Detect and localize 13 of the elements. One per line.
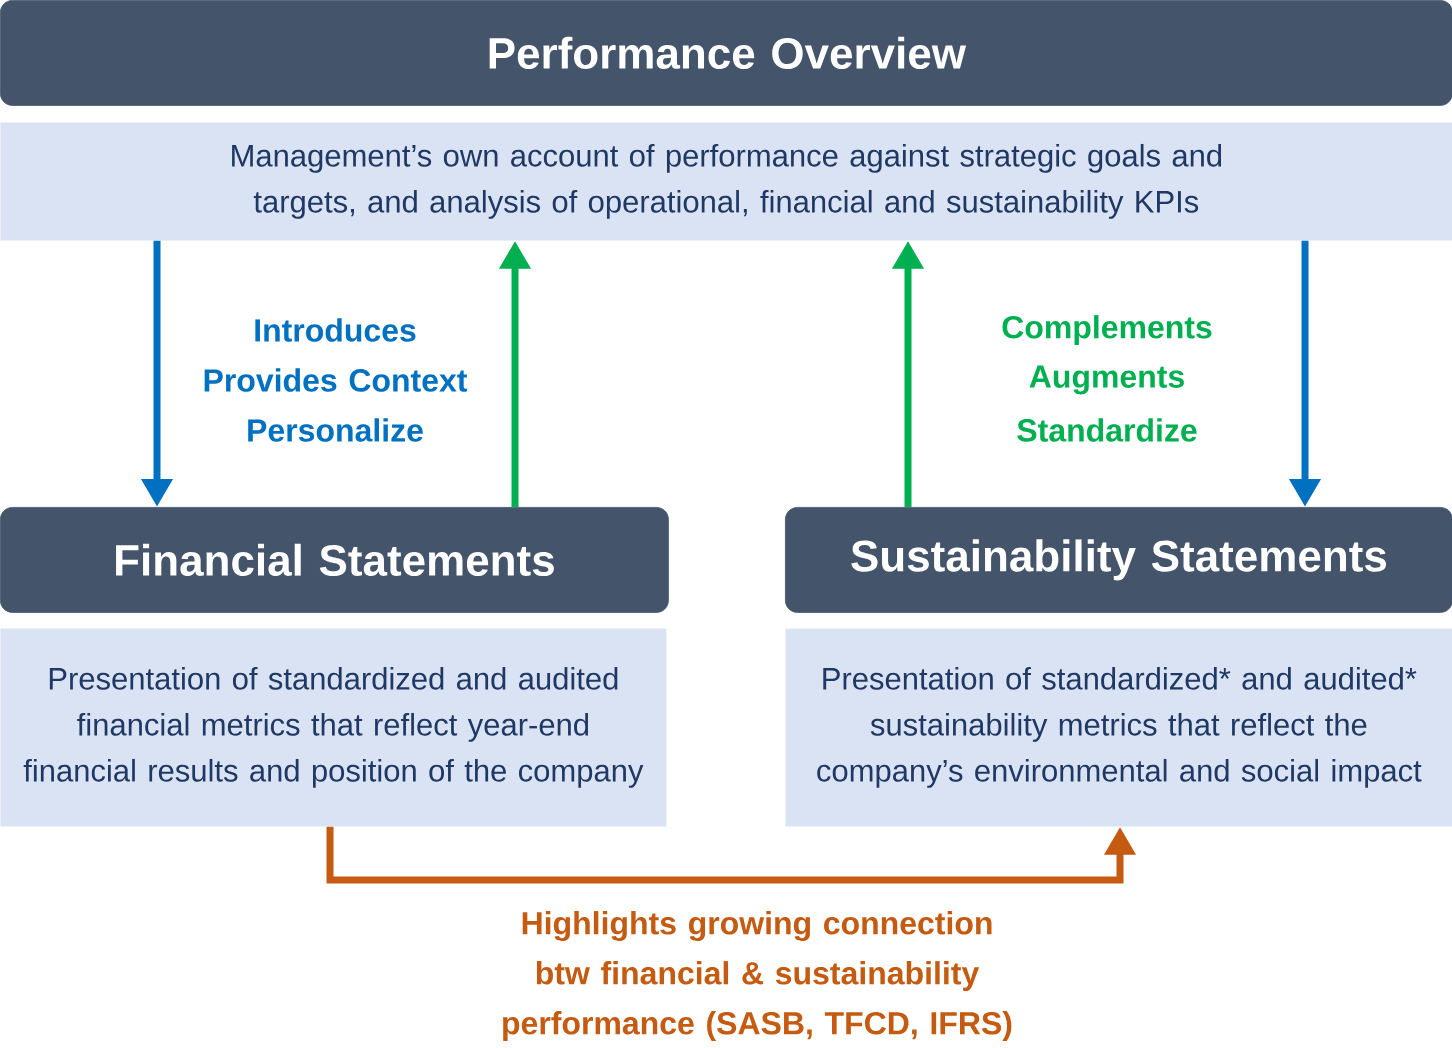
annotation-text: Provides Context (204, 368, 468, 392)
title-bar: Sustainability Statements (785, 507, 1452, 613)
annotation-text: Introduces (255, 318, 416, 342)
description-panel: Presentation of standardized and audited financial metrics that reflect year-end financial results and position of the company (0, 628, 667, 827)
annotation-text: Personalize (248, 418, 423, 442)
annotation-text: Standardize (1017, 418, 1197, 442)
annotation-text: Augments (1029, 365, 1184, 395)
description-panel: Presentation of standardized* and audited* sustainability metrics that reflect the company’s environmental and social impact (785, 628, 1452, 827)
annotation-text: Highlights growing connection btw financial & sustainability performance (SASB, TFCD, IFRS) (503, 911, 1012, 1041)
title-bar: Performance Overview (0, 0, 1452, 106)
description-panel: Management’s own account of performance against strategic goals and targets, and analysis of operational, financial and sustainability KPIs (0, 122, 1452, 241)
annotation-text: Complements (1002, 315, 1212, 345)
title-bar: Financial Statements (0, 507, 669, 613)
